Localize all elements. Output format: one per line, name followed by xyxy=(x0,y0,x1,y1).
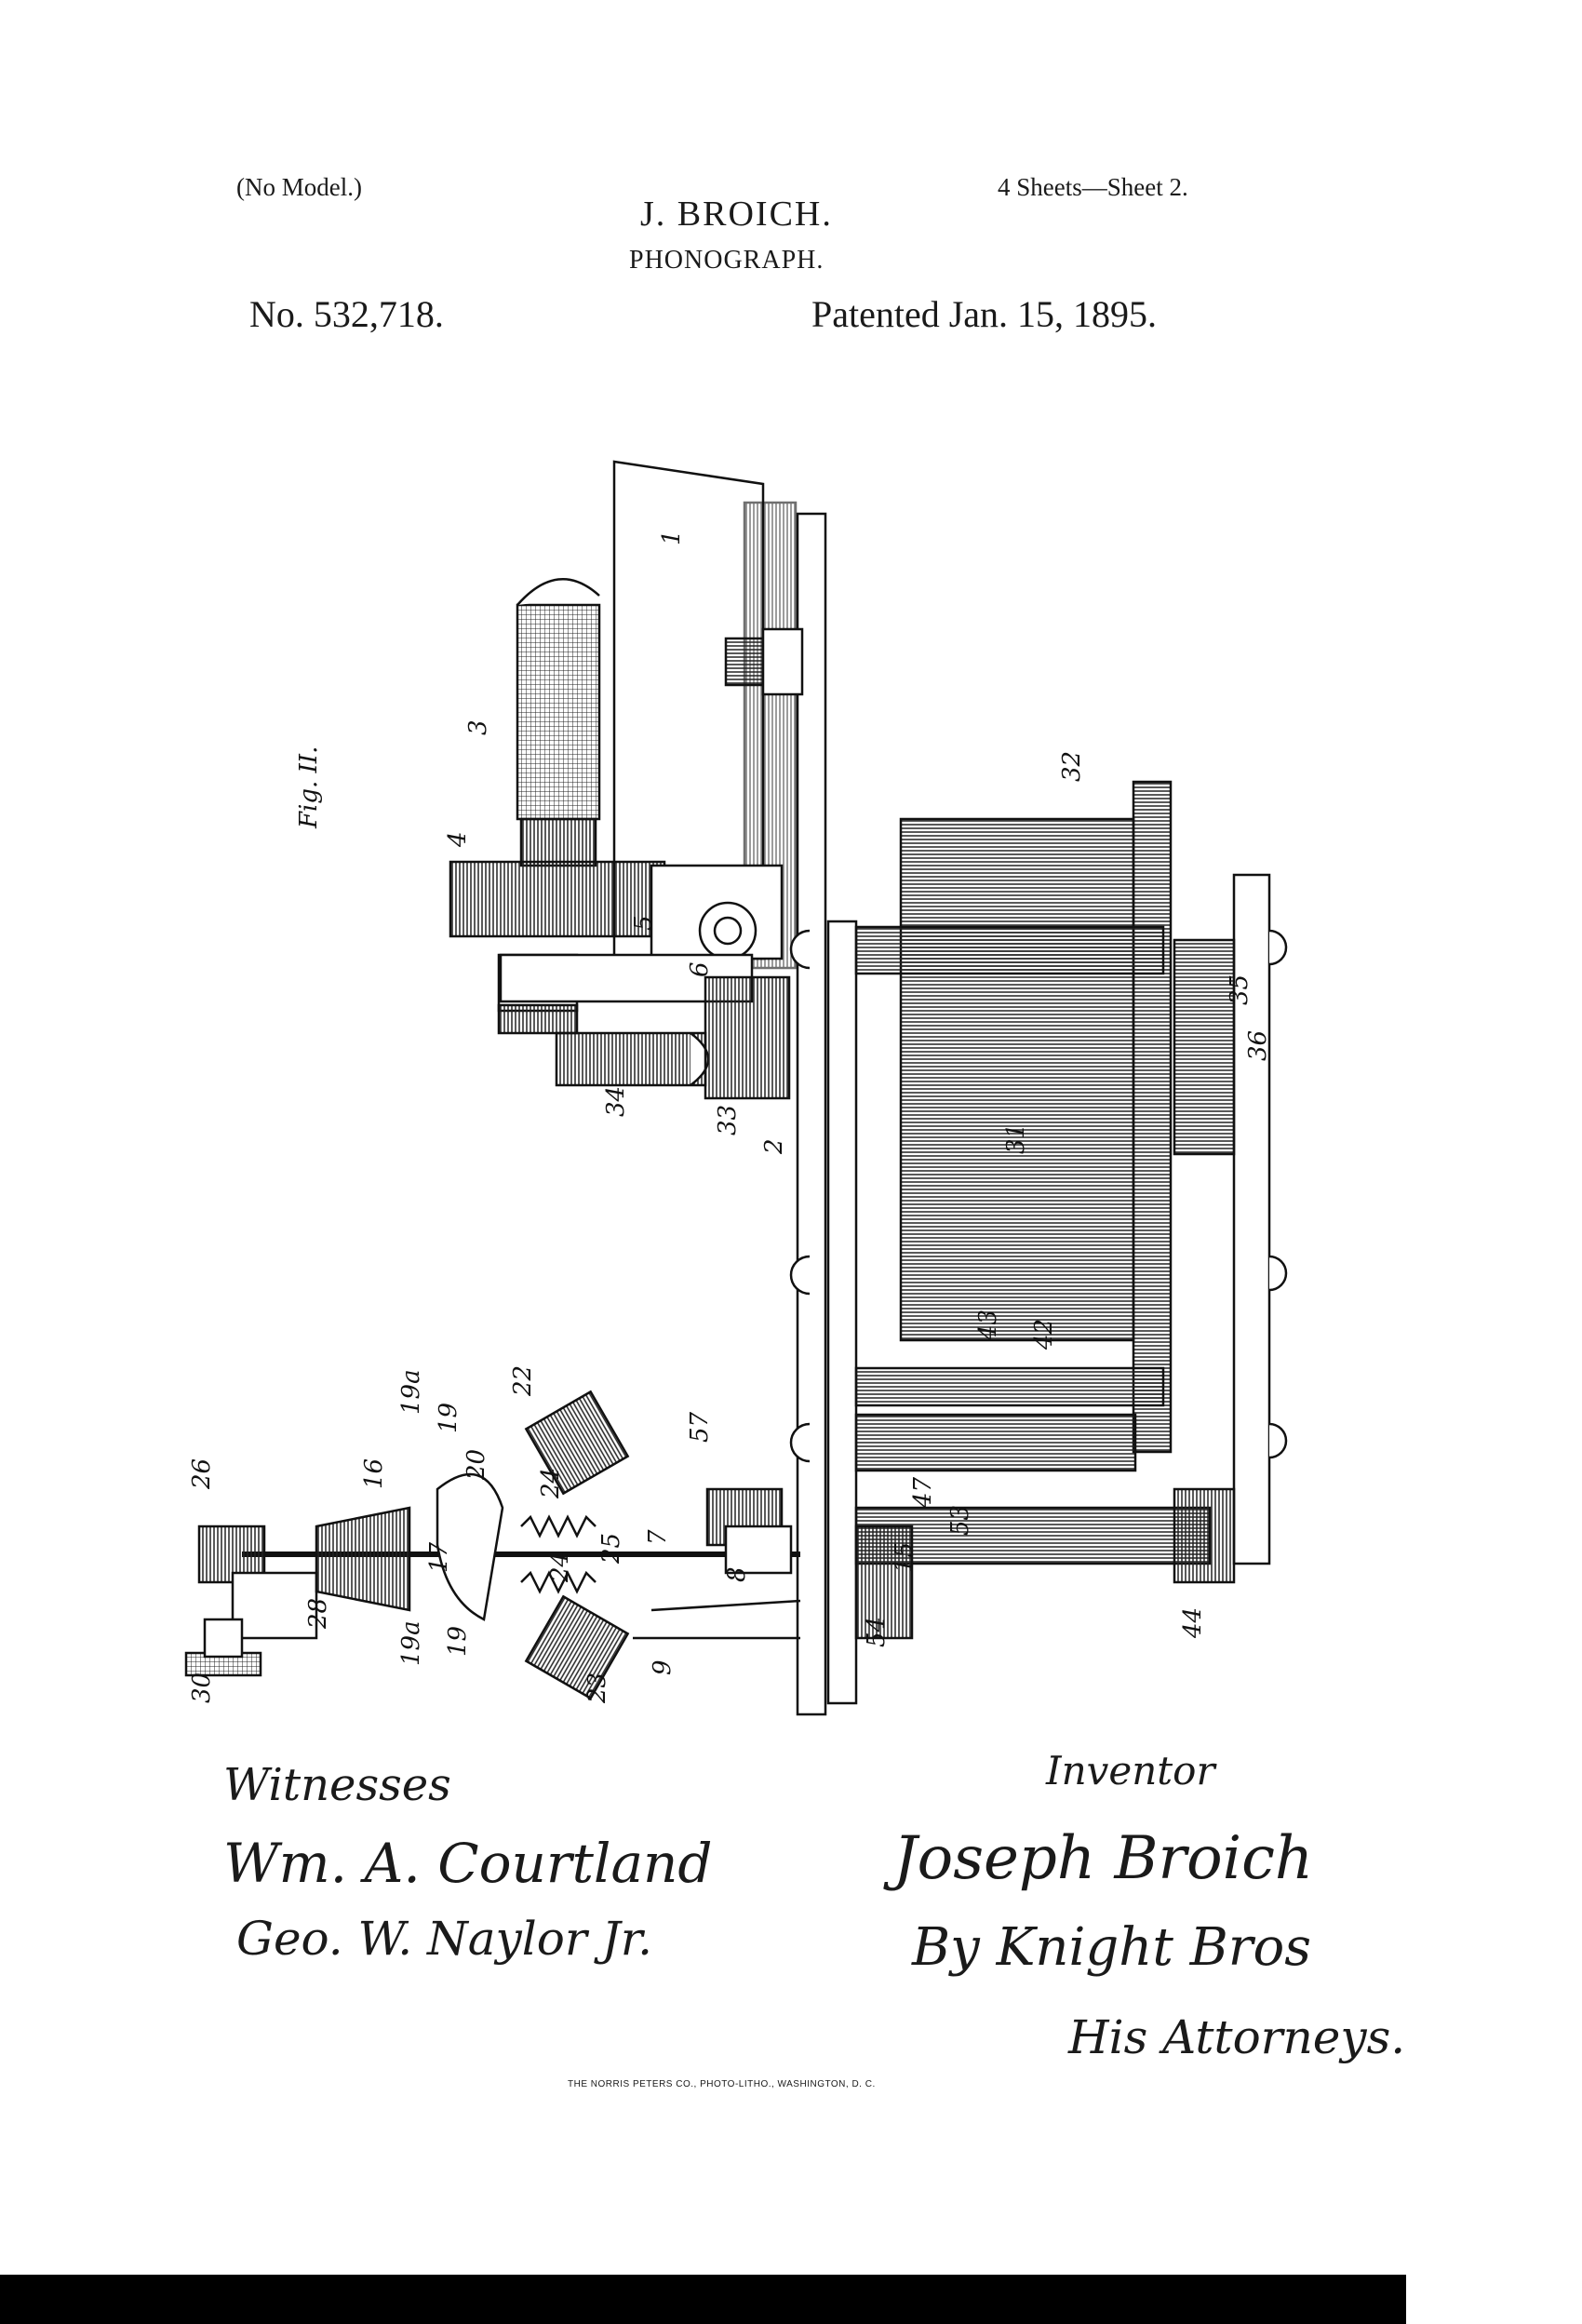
part-number: 15 xyxy=(891,1542,918,1573)
scan-border xyxy=(0,2275,1406,2324)
part-number: 24 xyxy=(537,1468,565,1499)
part-number: 42 xyxy=(1030,1319,1058,1350)
part-number: 34 xyxy=(602,1086,630,1117)
part-number: 2 xyxy=(760,1138,788,1155)
part-number: 6 xyxy=(686,961,714,977)
part-number: 17 xyxy=(425,1541,453,1573)
part-number: 16 xyxy=(360,1458,388,1489)
part-number: 22 xyxy=(509,1365,537,1397)
part-number: 5 xyxy=(630,915,658,931)
witnesses-title: Witnesses xyxy=(223,1759,451,1811)
attorney-role: His Attorneys. xyxy=(1068,2010,1406,2064)
part-number: 57 xyxy=(686,1411,714,1443)
attorney-signature: By Knight Bros xyxy=(912,1917,1311,1978)
part-number: 25 xyxy=(597,1533,625,1565)
rod xyxy=(555,1031,707,1087)
part-number: 35 xyxy=(1226,974,1254,1005)
part-number: 19 xyxy=(435,1403,463,1433)
part-number: 23 xyxy=(583,1672,611,1704)
part-number: 28 xyxy=(304,1598,332,1630)
part-number: 19 xyxy=(444,1626,472,1657)
inventor-signature: Joseph Broich xyxy=(893,1824,1314,1893)
inventor-title: Inventor xyxy=(1046,1748,1215,1793)
part-number: 8 xyxy=(723,1566,751,1582)
part-number: 53 xyxy=(946,1505,974,1536)
part-number: 33 xyxy=(714,1105,742,1135)
part-number: 4 xyxy=(444,831,472,848)
part-number: 32 xyxy=(1058,751,1086,782)
part-number: 36 xyxy=(1244,1030,1272,1061)
part-number: 7 xyxy=(644,1529,672,1545)
part-number: 44 xyxy=(1179,1607,1207,1639)
part-number: 31 xyxy=(1002,1123,1030,1154)
printer-credit: THE NORRIS PETERS CO., PHOTO-LITHO., WAS… xyxy=(568,2079,876,2089)
part-number: 19a xyxy=(397,1620,425,1666)
sheet-count: 4 Sheets—Sheet 2. xyxy=(998,173,1188,201)
part-number: 3 xyxy=(464,719,492,735)
part-number: 20 xyxy=(463,1449,490,1481)
witness-signature-1: Wm. A. Courtland xyxy=(223,1832,713,1895)
roller xyxy=(516,603,601,821)
patent-date: Patented Jan. 15, 1895. xyxy=(811,293,1158,335)
part-number: 24 xyxy=(546,1552,574,1583)
part-number: 30 xyxy=(188,1672,216,1703)
part-number: 43 xyxy=(974,1310,1002,1341)
fig-label: Fig. II. xyxy=(295,746,323,829)
witness-signature-2: Geo. W. Naylor Jr. xyxy=(236,1912,653,1966)
patent-number: No. 532,718. xyxy=(249,293,444,335)
part-number: 19a xyxy=(397,1369,425,1415)
drum xyxy=(899,817,1135,1342)
patent-title: PHONOGRAPH. xyxy=(629,246,825,275)
part-number: 1 xyxy=(658,530,686,545)
part-number: 54 xyxy=(863,1617,891,1647)
base-rail xyxy=(796,512,827,1716)
part-number: 47 xyxy=(909,1476,937,1509)
part-number: 26 xyxy=(188,1458,216,1490)
inventor-name: J. BROICH. xyxy=(640,195,833,234)
part-number: 9 xyxy=(649,1659,677,1675)
model-note: (No Model.) xyxy=(236,173,362,201)
right-rail xyxy=(1232,873,1271,1565)
